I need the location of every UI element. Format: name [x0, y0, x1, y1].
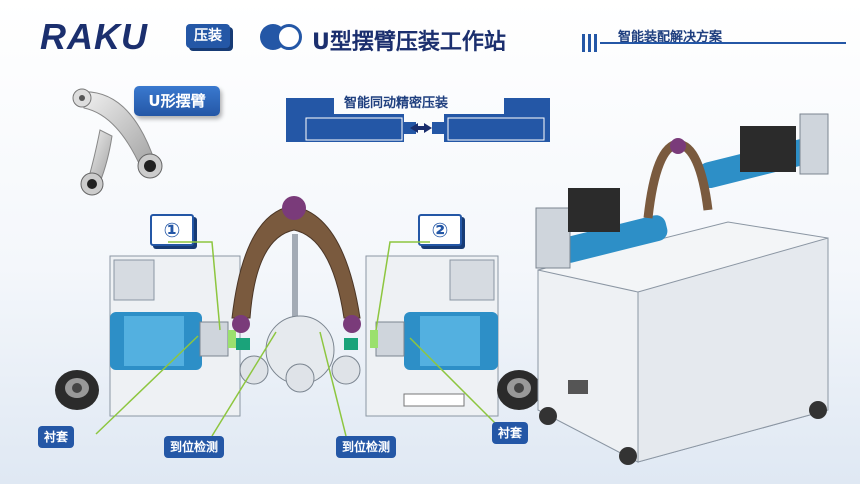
bushing-left-label: 衬套 — [38, 426, 75, 448]
bushing-left-image — [55, 370, 99, 410]
callout-1: ① — [150, 214, 194, 246]
sync-press-schematic — [286, 98, 550, 142]
u-arm-product-image — [72, 88, 163, 196]
page-subtitle: 智能装配解决方案 — [618, 30, 723, 45]
workstation-machine — [535, 113, 829, 465]
detect-left-label: 到位检测 — [164, 436, 225, 458]
press-tag: 压装 — [186, 24, 230, 48]
raku-logo: RAKU — [40, 16, 148, 57]
bushing-right-image — [497, 370, 541, 410]
subtitle-underline — [600, 42, 846, 44]
page-title: U型摆臂压装工作站 — [312, 30, 506, 55]
detect-right-label: 到位检测 — [336, 436, 397, 458]
bushing-right-label: 衬套 — [492, 422, 529, 444]
u-arm-label: U形摆臂 — [134, 86, 220, 116]
callout-2: ② — [418, 214, 462, 246]
schematic-caption: 智能同动精密压装 — [344, 96, 449, 111]
press-detail-view — [109, 196, 499, 417]
